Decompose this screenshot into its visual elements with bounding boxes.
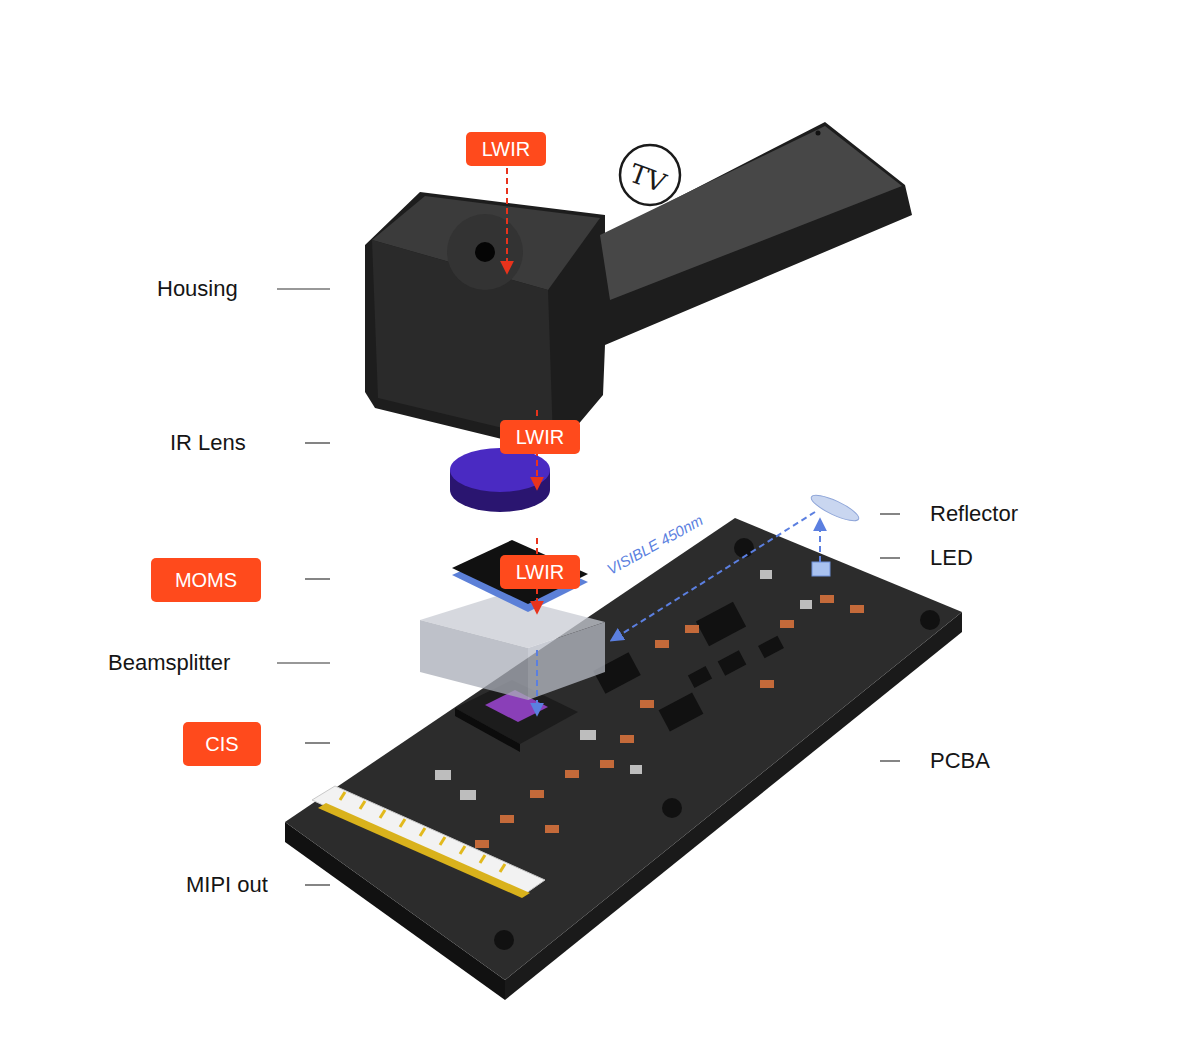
pcb [285, 518, 962, 1000]
part-label: PCBA [930, 748, 990, 774]
part-label: Housing [157, 276, 238, 302]
part-label: Beamsplitter [108, 650, 230, 676]
badge-text: MOMS [175, 569, 237, 592]
ir-lens [450, 448, 550, 512]
logo-text: TV [626, 158, 670, 199]
callout-badge: LWIR [466, 132, 546, 166]
reflector [808, 491, 861, 526]
housing [365, 122, 912, 452]
part-label: LED [930, 545, 973, 571]
badge-text: CIS [205, 733, 238, 756]
part-label: IR Lens [170, 430, 246, 456]
badge-text: LWIR [516, 426, 565, 449]
callout-badge: LWIR [500, 555, 580, 589]
moms-chip [452, 540, 588, 612]
callout-badge: CIS [183, 722, 261, 766]
callout-badge: MOMS [151, 558, 261, 602]
led [812, 562, 830, 576]
light-rays [507, 168, 820, 714]
mipi-connector [312, 786, 545, 898]
badge-text: LWIR [516, 561, 565, 584]
part-label: MIPI out [186, 872, 268, 898]
part-label: Reflector [930, 501, 1018, 527]
callout-badge: LWIR [500, 420, 580, 454]
badge-text: LWIR [482, 138, 531, 161]
beamsplitter [420, 595, 605, 700]
